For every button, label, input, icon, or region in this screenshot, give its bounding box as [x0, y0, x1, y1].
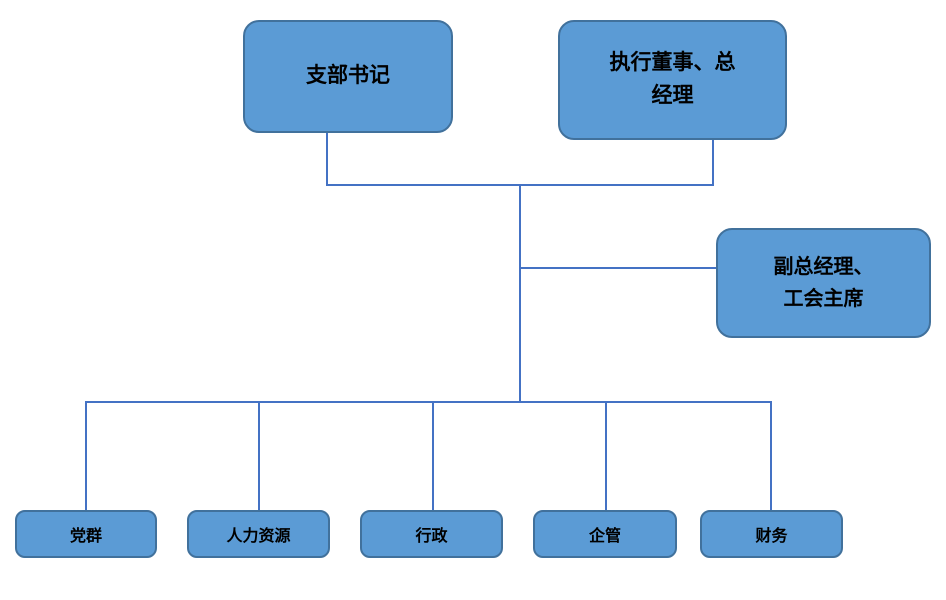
node-branch-secretary: 支部书记 [243, 20, 453, 133]
node-finance-label: 财务 [755, 528, 788, 545]
node-administration: 行政 [360, 510, 503, 558]
node-enterprise-management: 企管 [533, 510, 677, 558]
node-administration-label: 行政 [415, 528, 448, 545]
node-executive-director-gm: 执行董事、总 经理 [558, 20, 787, 140]
node-finance: 财务 [700, 510, 843, 558]
node-enterprise-management-label: 企管 [588, 528, 621, 545]
node-deputy-gm-union-chairman: 副总经理、 工会主席 [716, 228, 931, 338]
node-branch-secretary-label: 支部书记 [306, 64, 390, 88]
node-party-group-label: 党群 [69, 528, 102, 545]
node-deputy-gm-union-chairman-label: 副总经理、 工会主席 [773, 256, 874, 310]
node-human-resources: 人力资源 [187, 510, 330, 558]
node-human-resources-label: 人力资源 [226, 528, 291, 545]
node-party-group: 党群 [15, 510, 157, 558]
node-executive-director-gm-label: 执行董事、总 经理 [609, 51, 736, 107]
